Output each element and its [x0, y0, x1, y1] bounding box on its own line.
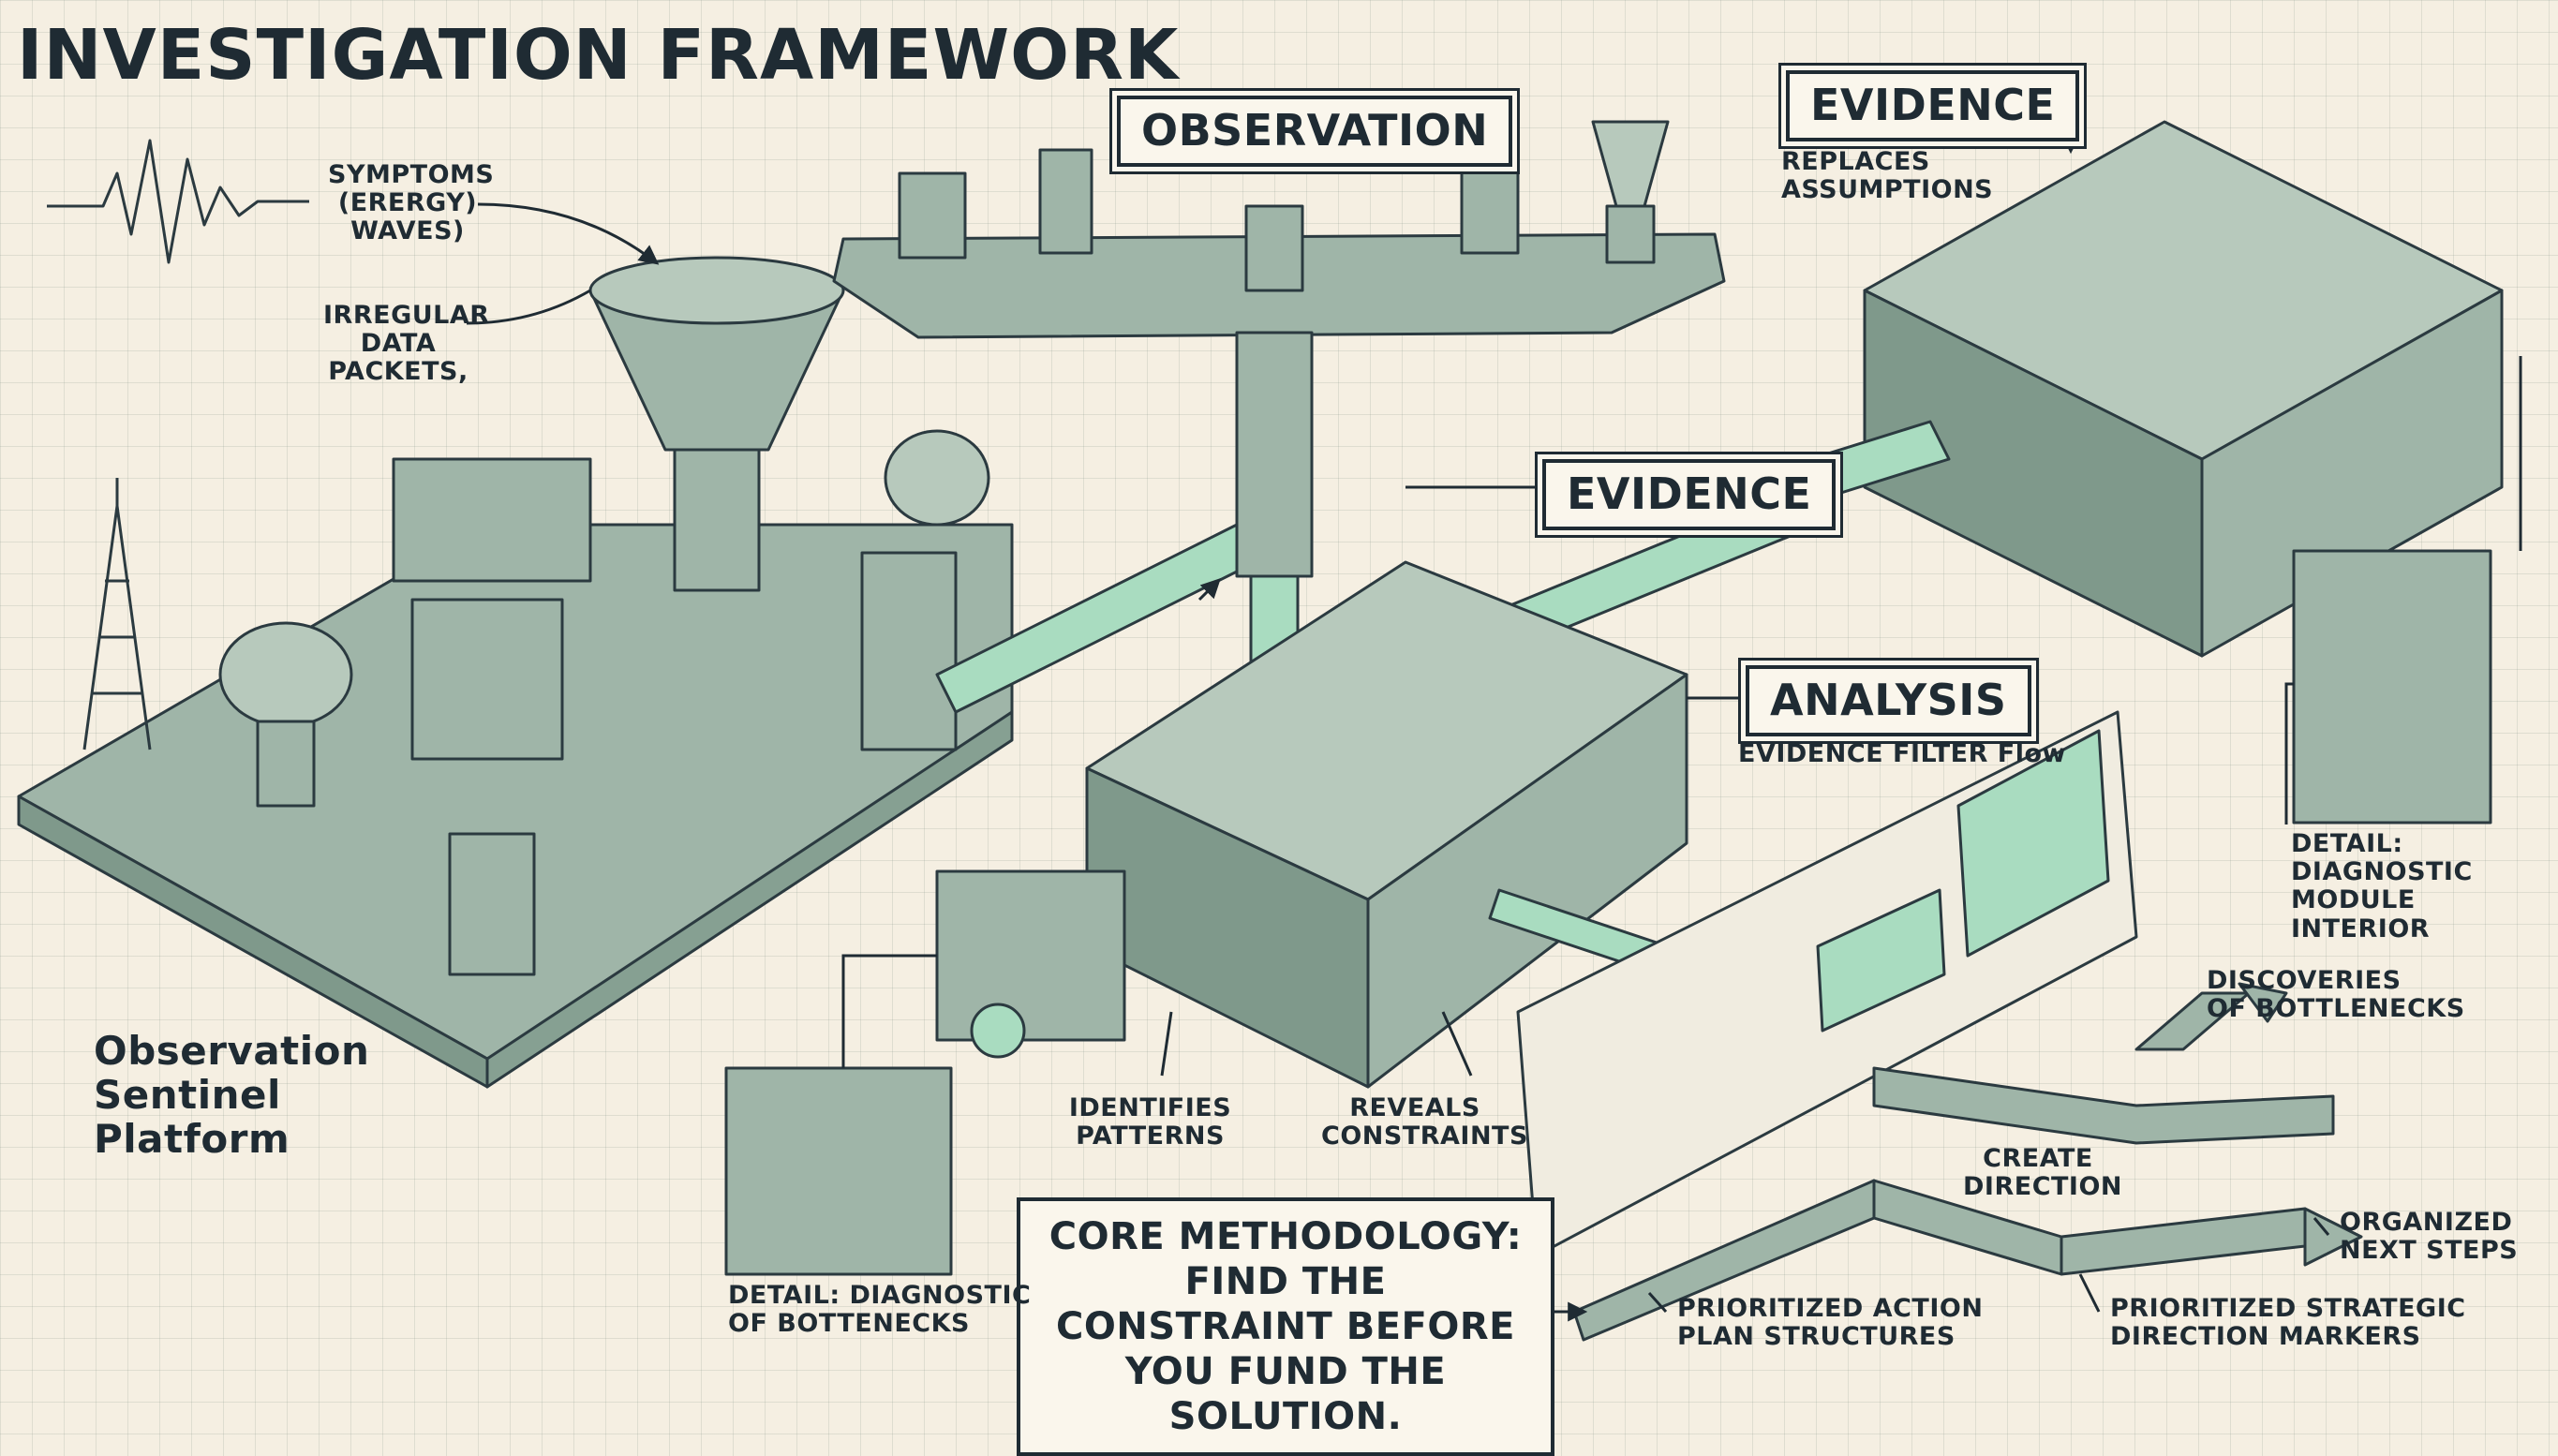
evidence-mid-label: EVIDENCE — [1542, 459, 1837, 530]
detail-bottlenecks-label: DETAIL: DIAGNOSTIC OF BOTTENECKS — [728, 1281, 1032, 1339]
discoveries-label: DISCOVERIES OF BOTTLENECKS — [2207, 966, 2465, 1024]
evidence-filter-label: EVIDENCE FILTER Flow — [1738, 739, 2066, 768]
waveform-icon — [47, 139, 309, 264]
isometric-illustration — [17, 97, 2522, 1342]
observation-sentinel-platform — [17, 256, 1257, 1089]
detail-module-label: DETAIL: DIAGNOSTIC MODULE INTERIOR — [2291, 829, 2473, 943]
symptoms-label: SYMPTOMS (ERERGY) WAVES) — [328, 160, 495, 246]
page-title: INVESTIGATION FRAMEWORK — [17, 15, 1180, 96]
observation-shelf — [832, 120, 1726, 719]
identifies-patterns-label: IDENTIFIES PATTERNS — [1068, 1093, 1232, 1151]
analysis-label: ANALYSIS — [1746, 665, 2031, 736]
organized-next-steps-label: ORGANIZED NEXT STEPS — [2340, 1208, 2519, 1266]
direction-pipes — [1572, 982, 2363, 1342]
prioritized-strategic-label: PRIORITIZED STRATEGIC DIRECTION MARKERS — [2110, 1294, 2466, 1352]
platform-label: Observation Sentinel Platform — [94, 1028, 370, 1163]
core-methodology-box: CORE METHODOLOGY: FIND THE CONSTRAINT BE… — [1017, 1197, 1554, 1456]
replaces-assumptions-label: REPLACES ASSUMPTIONS — [1781, 147, 1994, 205]
create-direction-label: CREATE DIRECTION — [1963, 1144, 2123, 1202]
observation-label: OBSERVATION — [1117, 96, 1513, 167]
irregular-data-label: IRREGULAR DATA PACKETS, — [323, 301, 490, 387]
reveals-constraints-label: REVEALS CONSTRAINTS — [1321, 1093, 1528, 1151]
prioritized-action-label: PRIORITIZED ACTION PLAN STRUCTURES — [1677, 1294, 1984, 1352]
analysis-machine — [935, 560, 1688, 1089]
dashboard-panel — [1516, 710, 2138, 1257]
detail-module-inset — [2292, 549, 2492, 825]
evidence-top-label: EVIDENCE — [1786, 70, 2080, 141]
detail-bottlenecks-inset — [724, 1066, 953, 1276]
